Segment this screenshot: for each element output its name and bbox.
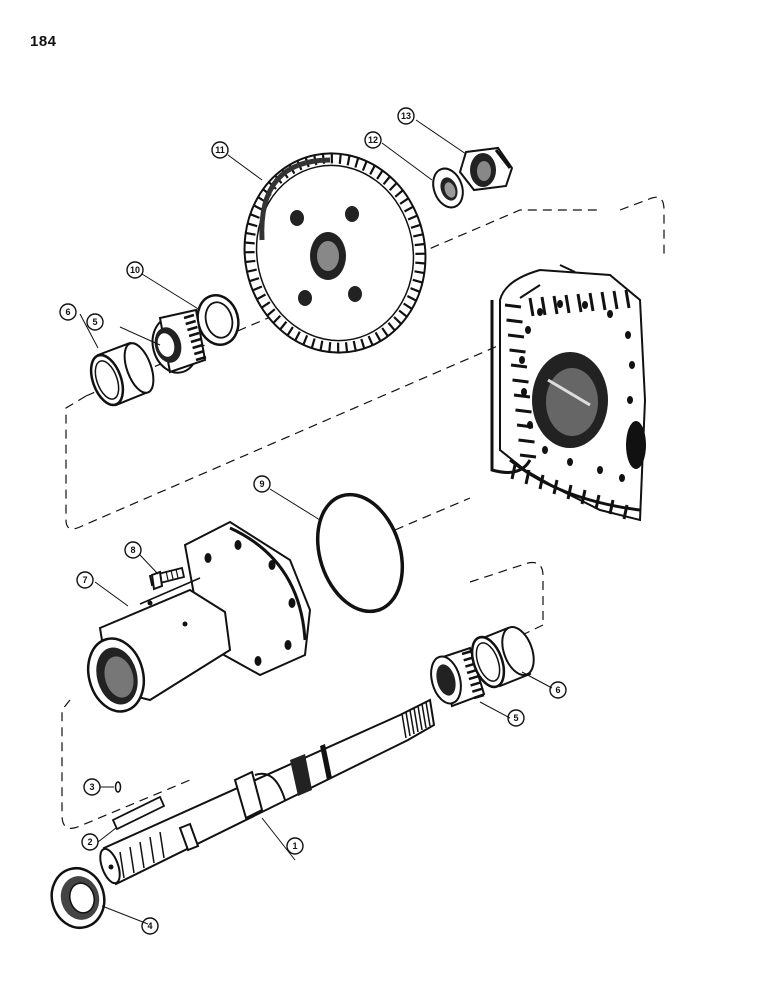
case-bolt-holes xyxy=(519,300,635,482)
shaft-splines xyxy=(119,701,431,879)
callout-label: 1 xyxy=(292,841,297,851)
bearing-cup-lower xyxy=(470,626,535,689)
callout-label: 6 xyxy=(555,685,560,695)
callout-labels: 1 2 3 4 5 5 6 6 7 8 9 10 11 12 13 xyxy=(65,111,560,931)
callout-label: 6 xyxy=(65,307,70,317)
callout-circle xyxy=(76,571,94,589)
callout-circle xyxy=(81,833,99,851)
callout-label: 9 xyxy=(259,479,264,489)
callout-label: 5 xyxy=(92,317,97,327)
bearing-cup-upper xyxy=(89,341,155,407)
callout-circle xyxy=(86,313,104,331)
callout-label: 13 xyxy=(401,111,411,121)
callout-label: 2 xyxy=(87,837,92,847)
callout-circle xyxy=(141,917,159,935)
gear xyxy=(243,152,427,354)
callout-label: 4 xyxy=(147,921,152,931)
callout-circle xyxy=(397,107,415,125)
callout-circle xyxy=(507,709,525,727)
callout-circle xyxy=(124,541,142,559)
pin xyxy=(114,781,122,793)
callout-label: 12 xyxy=(368,135,378,145)
callout-circle xyxy=(59,303,77,321)
callout-circle xyxy=(549,681,567,699)
callout-circle xyxy=(286,837,304,855)
nut xyxy=(458,146,514,192)
callouts xyxy=(59,107,567,935)
gear-teeth xyxy=(244,153,426,353)
callout-label: 3 xyxy=(89,782,94,792)
lock-washer xyxy=(432,167,464,209)
callout-label: 8 xyxy=(130,545,135,555)
housing xyxy=(86,520,312,713)
callout-circle xyxy=(83,778,101,796)
seal xyxy=(50,867,106,929)
callout-circle xyxy=(126,261,144,279)
callout-label: 7 xyxy=(82,575,87,585)
callout-label: 5 xyxy=(513,713,518,723)
bearing-rollers xyxy=(183,313,207,362)
callout-label: 10 xyxy=(130,265,140,275)
callout-circle xyxy=(364,131,382,149)
page-number: 184 xyxy=(30,33,57,50)
callout-label: 11 xyxy=(215,145,225,155)
o-ring xyxy=(315,492,405,614)
case-ribs xyxy=(504,289,631,520)
shaft xyxy=(99,698,436,886)
bearing-cone-upper xyxy=(151,308,207,374)
callout-circle xyxy=(211,141,229,159)
transmission-case xyxy=(490,264,647,522)
key xyxy=(111,795,166,831)
callout-circle xyxy=(253,475,271,493)
